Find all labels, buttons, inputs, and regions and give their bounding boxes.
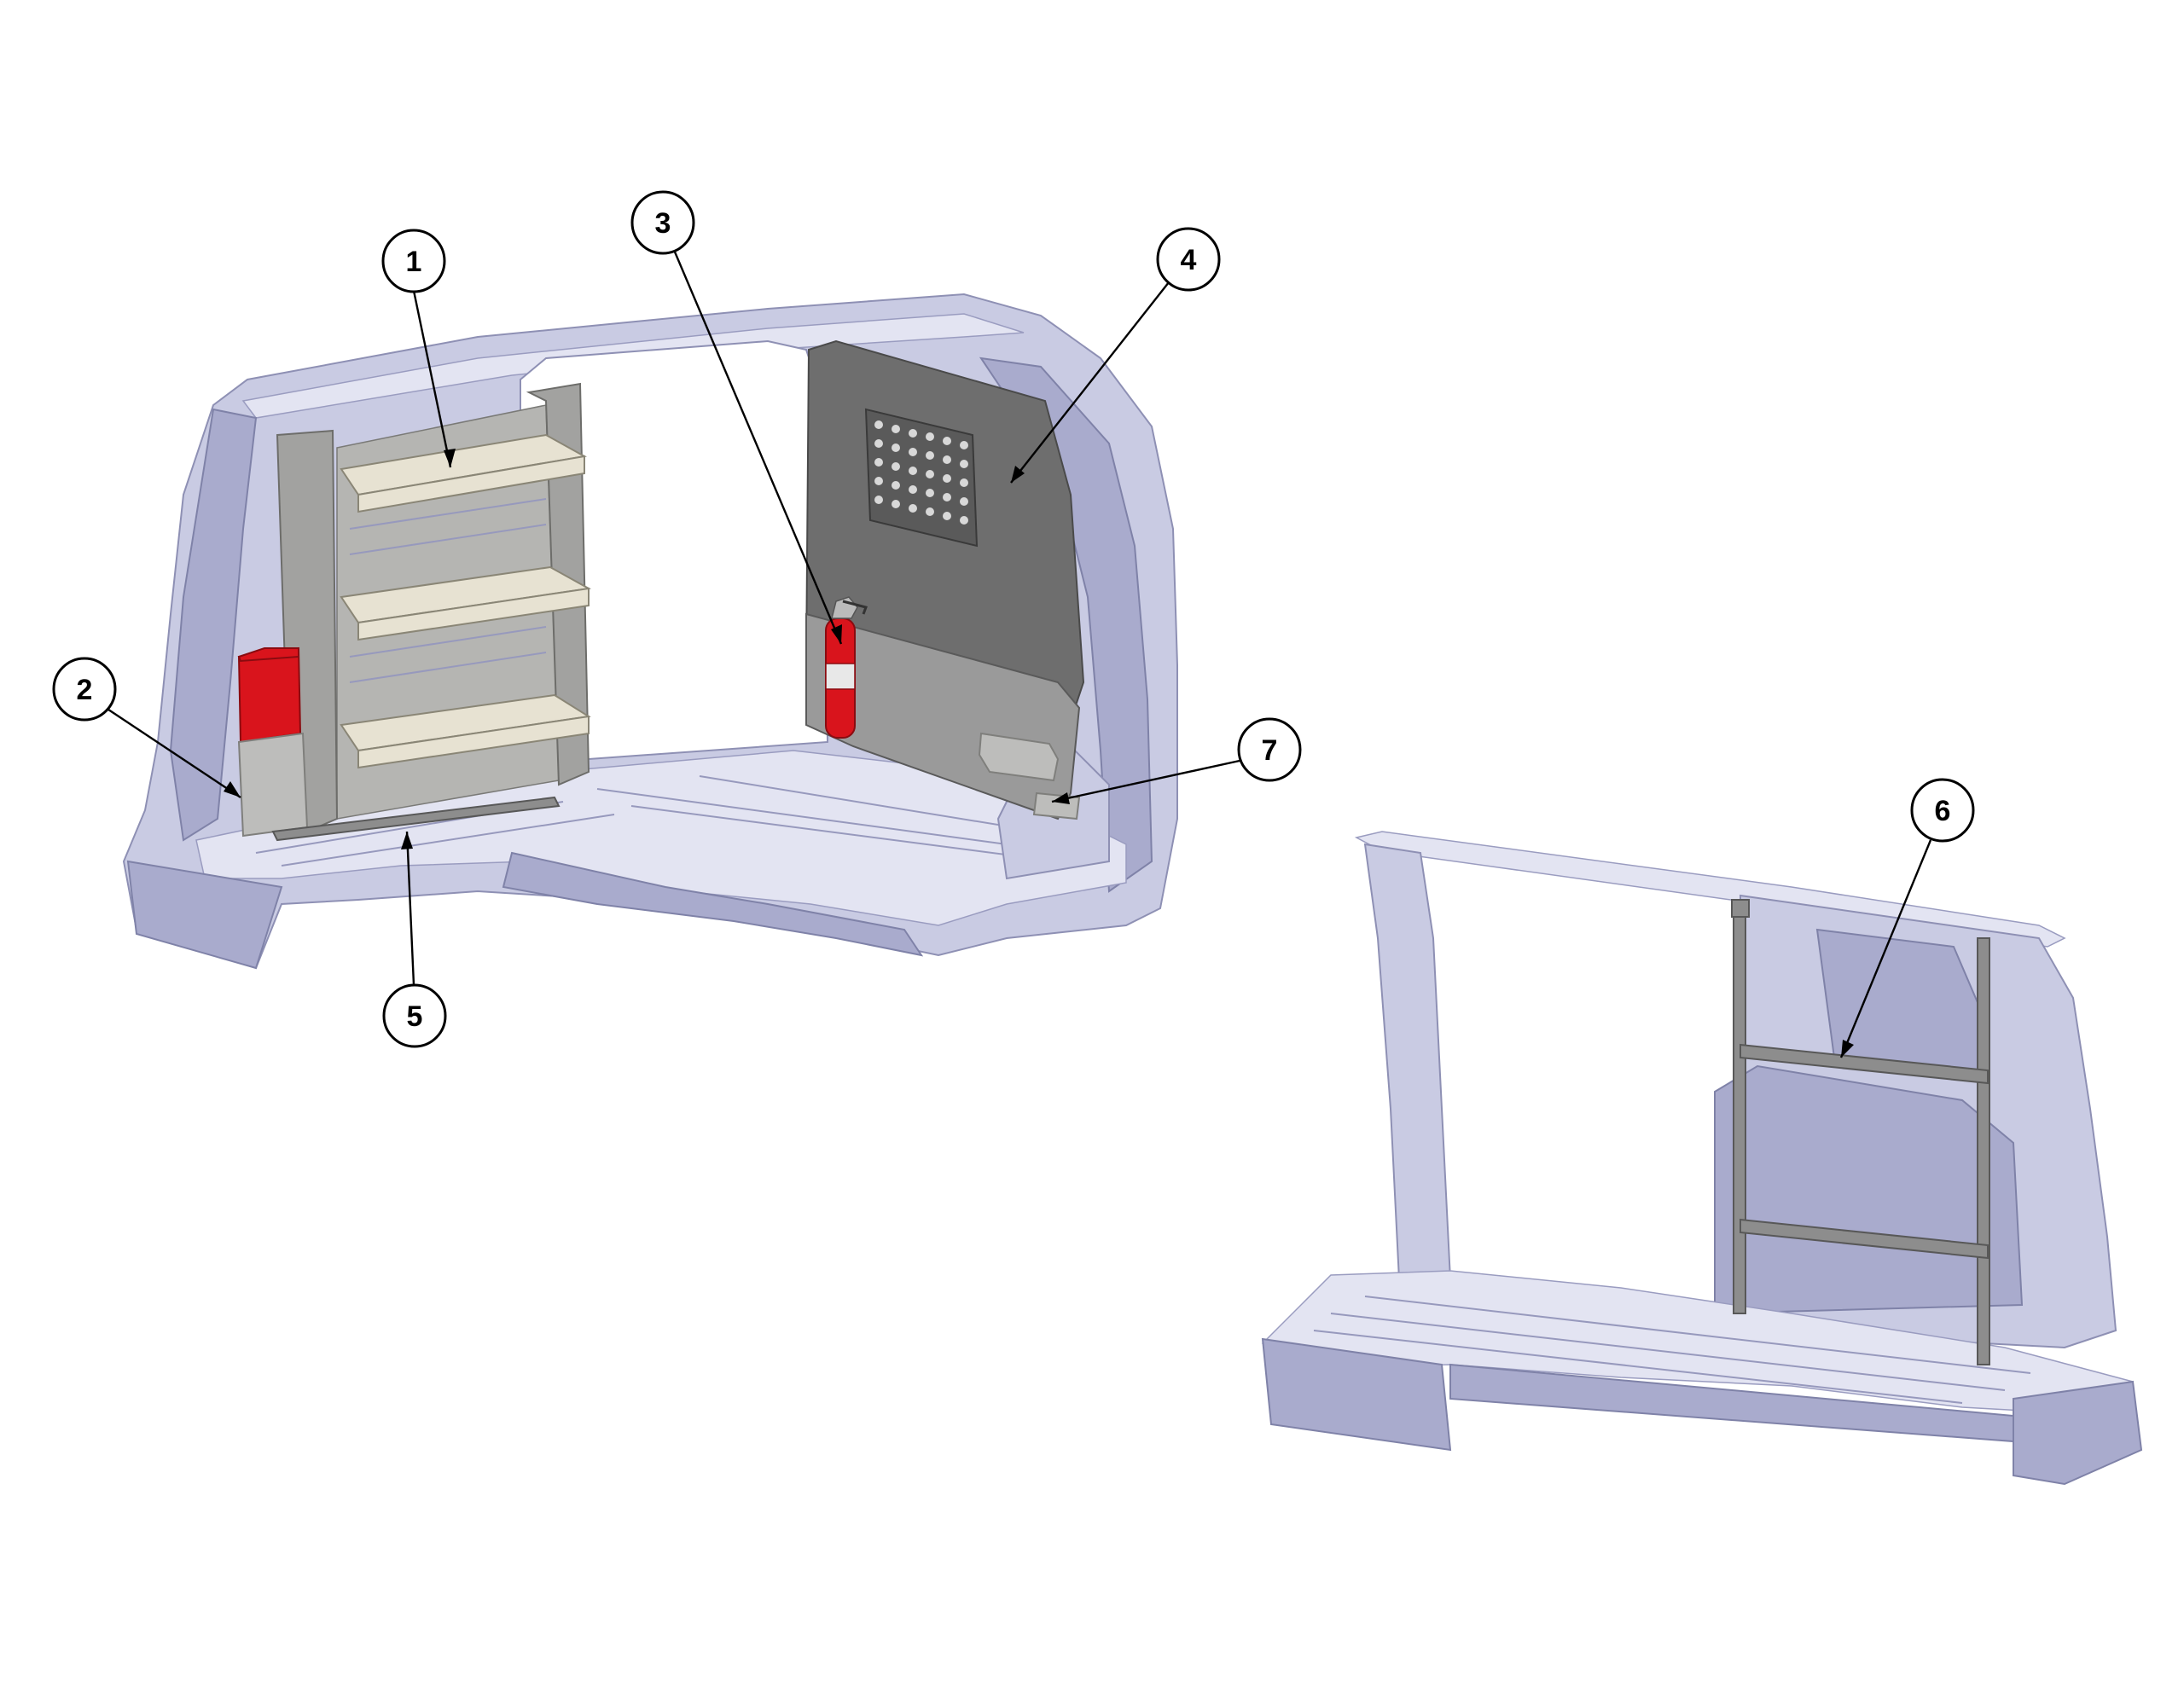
callout-2-arrow bbox=[224, 781, 241, 797]
callout-6-label: 6 bbox=[1935, 795, 1951, 827]
front-pillar bbox=[1363, 843, 1451, 1341]
callout-4: 4 bbox=[1156, 227, 1221, 292]
callout-7-leader bbox=[1051, 759, 1240, 803]
side-floor-ribs bbox=[1313, 1296, 2031, 1404]
shelf-board-bottom-front bbox=[357, 715, 590, 769]
side-window-recess bbox=[1815, 928, 1980, 1076]
van-underbody bbox=[502, 851, 924, 957]
shelving-slats bbox=[349, 498, 547, 683]
fire-extinguisher bbox=[825, 596, 868, 739]
underbody-rail bbox=[1449, 1363, 2014, 1443]
callout-3-label: 3 bbox=[655, 207, 671, 240]
rear-bumper bbox=[2013, 1380, 2143, 1486]
callout-7-label: 7 bbox=[1262, 734, 1278, 767]
callout-2-label: 2 bbox=[77, 674, 93, 706]
callout-4-leader bbox=[1010, 281, 1170, 484]
callout-6-leader bbox=[1839, 839, 1932, 1058]
callout-1-arrow bbox=[444, 449, 456, 467]
callout-3: 3 bbox=[630, 190, 695, 255]
callout-4-arrow bbox=[1011, 466, 1025, 483]
front-step-tub bbox=[1261, 1337, 1452, 1452]
callout-5-arrow bbox=[401, 832, 413, 849]
callout-2: 2 bbox=[52, 657, 117, 722]
callout-2-leader bbox=[105, 707, 241, 798]
shelf-board-top-front bbox=[357, 455, 585, 513]
callout-4-label: 4 bbox=[1181, 244, 1197, 276]
callout-6-arrow bbox=[1841, 1040, 1854, 1058]
ladder-top-bracket bbox=[1731, 899, 1750, 918]
van-roof-band bbox=[241, 313, 1025, 419]
ladder-rung-upper bbox=[1740, 1043, 1989, 1085]
callout-1-label: 1 bbox=[406, 246, 422, 278]
callout-1-leader bbox=[412, 290, 452, 468]
shelving-unit bbox=[276, 382, 592, 833]
callout-7-arrow bbox=[1052, 792, 1070, 804]
callout-5: 5 bbox=[382, 983, 447, 1048]
callout-1: 1 bbox=[381, 229, 446, 293]
callout-3-arrow bbox=[831, 624, 842, 644]
callout-7: 7 bbox=[1237, 717, 1302, 782]
wall-ladder bbox=[1731, 899, 1990, 1365]
shelf-board-middle-front bbox=[357, 587, 590, 641]
callout-5-label: 5 bbox=[407, 1000, 423, 1033]
floor-rail bbox=[271, 796, 561, 842]
van-left-pillar bbox=[169, 408, 258, 842]
callout-3-leader bbox=[672, 249, 843, 645]
callout-6: 6 bbox=[1910, 778, 1975, 843]
ladder-rung-lower bbox=[1740, 1218, 1989, 1260]
van-rear-sill bbox=[126, 860, 283, 970]
partition-mesh-window bbox=[864, 408, 979, 548]
grey-cabinet bbox=[237, 732, 309, 838]
storage-cabinet bbox=[237, 646, 309, 838]
ladder-right-upright bbox=[1977, 937, 1990, 1365]
van-side-assembly bbox=[1261, 831, 2143, 1486]
callout-5-leader bbox=[405, 831, 415, 986]
red-storage-box bbox=[237, 646, 302, 744]
floor-storage-box bbox=[978, 732, 1060, 782]
ladder-left-upright bbox=[1733, 903, 1746, 1314]
van-cargo-assembly bbox=[122, 293, 1178, 970]
